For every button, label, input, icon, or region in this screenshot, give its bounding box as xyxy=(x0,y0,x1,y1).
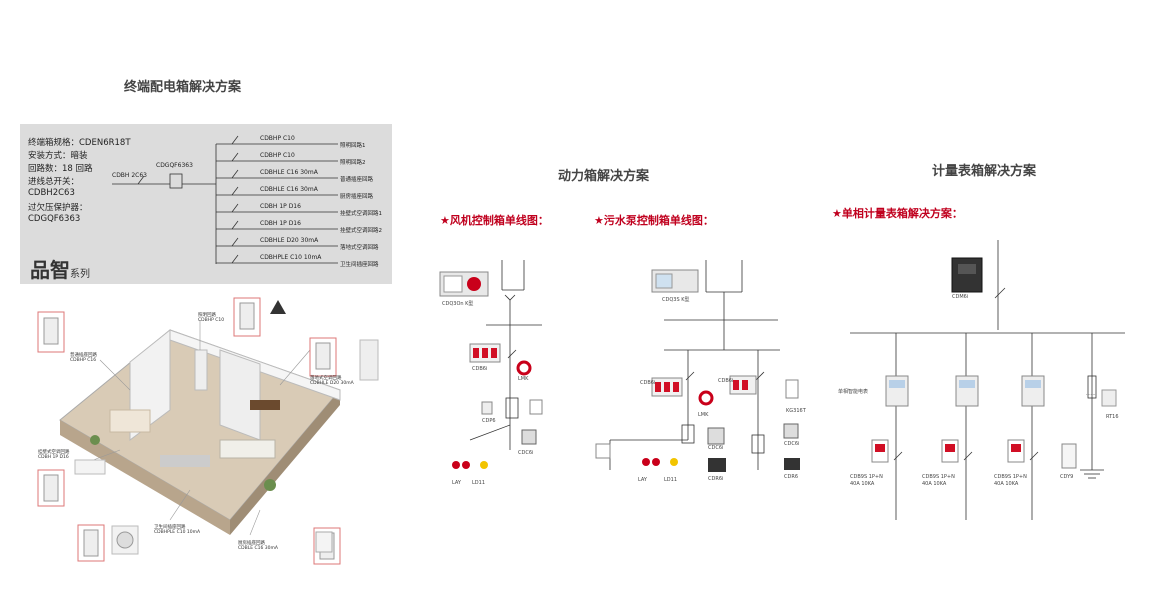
circuit-load-label: 普通插座回路 xyxy=(340,177,374,183)
pump-mcb-label: CDB6i xyxy=(718,378,734,384)
apartment-illustration xyxy=(37,297,379,565)
power-title: 动力箱解决方案 xyxy=(558,169,650,184)
circuit-load-label: 照明回路1 xyxy=(340,143,366,149)
circuit-breaker-label: CDBHLE C16 30mA xyxy=(260,186,318,193)
fan-mcb-label: CDB6i xyxy=(472,366,488,372)
circuit-breaker-label: CDBHP C10 xyxy=(260,135,295,142)
fan-lamp-label: LAY xyxy=(452,480,461,486)
callout-label: 照明回路 xyxy=(198,313,216,318)
circuit-load-label: 卫生间插座回路 xyxy=(340,262,379,268)
fan-meter-label: CDP6 xyxy=(482,418,496,424)
branch-label: CDB9S 1P+N xyxy=(922,474,955,480)
spec-line: 终端箱规格：CDEN6R18T xyxy=(28,138,131,148)
callout-label: 挂壁式空调回路 xyxy=(38,450,70,455)
pump-diagram-title: ★污水泵控制箱单线图： xyxy=(594,214,714,227)
circuit-load-label: 落地式空调回路 xyxy=(340,245,379,251)
pump-mcb-label: CDB6i xyxy=(640,380,656,386)
callout-label: 落地式空调回路 xyxy=(310,376,342,381)
spec-line: 过欠压保护器： xyxy=(28,203,88,213)
circuit-load-label: 挂壁式空调回路2 xyxy=(340,228,382,234)
pump-contactor-label: CDC6i xyxy=(708,445,724,451)
pump-lamp-label: LD11 xyxy=(664,477,677,483)
branch-label: 40A 10KA xyxy=(922,481,947,487)
circuit-load-label: 挂壁式空调回路1 xyxy=(340,211,382,217)
spec-line: CDGQF6363 xyxy=(28,214,81,224)
branch-label: CDB9S 1P+N xyxy=(850,474,883,480)
callout-label: CDBHLE D20 30mA xyxy=(310,381,354,386)
meter-title: 计量表箱解决方案 xyxy=(932,164,1037,179)
meter-single-line-diagram xyxy=(850,240,1125,520)
fan-diagram-title: ★风机控制箱单线图： xyxy=(440,214,549,227)
circuit-breaker-label: CDBH 1P D16 xyxy=(260,203,301,210)
main-breaker-label: CDM6i xyxy=(952,294,969,300)
callout-label: 卫生间插座回路 xyxy=(154,525,186,530)
callout-label: CDBHPLE C10 10mA xyxy=(154,530,201,535)
meter-subtitle: ★单相计量表箱解决方案： xyxy=(832,207,963,220)
fan-ct-label: LMK xyxy=(518,376,529,382)
terminal-spec-panel: 终端箱规格：CDEN6R18T 安装方式：暗装 回路数：18 回路 进线总开关：… xyxy=(20,124,392,284)
incoming-breaker-label: CDBH 2C63 xyxy=(112,172,147,179)
ellipsis: ...... xyxy=(1086,391,1096,397)
fan-lamp-label: LD11 xyxy=(472,480,485,486)
circuit-load-label: 厨房插座回路 xyxy=(340,194,374,200)
pump-timer-label: KG316T xyxy=(786,408,806,414)
circuit-breaker-label: CDBH 1P D16 xyxy=(260,220,301,227)
callout-label: CDBLE C16 30mA xyxy=(238,546,278,551)
brand-logo: 品智系列 xyxy=(30,258,90,282)
callout-label: CDBHP C16 xyxy=(70,358,97,363)
branch-label: 40A 10KA xyxy=(850,481,875,487)
protector-label: CDGQF6363 xyxy=(156,162,193,169)
circuit-breaker-label: CDBHLE C16 30mA xyxy=(260,169,318,176)
terminal-title: 终端配电箱解决方案 xyxy=(124,80,242,95)
callout-label: 厨房插座回路 xyxy=(238,541,265,546)
branch-label: CDB9S 1P+N xyxy=(994,474,1027,480)
power-single-line-diagrams xyxy=(439,260,800,472)
pump-lamp-label: LAY xyxy=(638,477,647,483)
circuit-breaker-label: CDBHLE D20 30mA xyxy=(260,237,319,244)
circuit-breaker-label: CDBHP C10 xyxy=(260,152,295,159)
branch-label: 40A 10KA xyxy=(994,481,1019,487)
fan-contactor-label: CDC6i xyxy=(518,450,534,456)
callout-label: 普通插座回路 xyxy=(70,353,97,358)
pump-contactor-label: CDC6i xyxy=(784,441,800,447)
callout-label: CDBHP C10 xyxy=(198,318,225,323)
circuit-breaker-label: CDBHPLE C10 10mA xyxy=(260,254,322,261)
meter-label: 单相智能电表 xyxy=(838,389,869,395)
terminal-single-line-diagram xyxy=(112,135,338,264)
pump-relay-label: CDR6 xyxy=(784,474,798,480)
spec-line: 安装方式：暗装 xyxy=(28,151,88,161)
pump-ats-label: CDQ3S K型 xyxy=(662,297,690,303)
fuse-label: RT16 xyxy=(1106,414,1119,420)
spec-line: CDBH2C63 xyxy=(28,188,75,198)
callout-label: CDBH 1P D16 xyxy=(38,455,69,460)
fan-ats-label: CDQ3On K型 xyxy=(442,301,474,307)
circuit-load-label: 照明回路2 xyxy=(340,160,366,166)
spd-label: CDY9 xyxy=(1060,474,1074,480)
spec-line: 回路数：18 回路 xyxy=(28,164,93,174)
pump-relay-label: CDR6i xyxy=(708,476,724,482)
spec-line: 进线总开关： xyxy=(28,177,80,187)
pump-ct-label: LMK xyxy=(698,412,709,418)
